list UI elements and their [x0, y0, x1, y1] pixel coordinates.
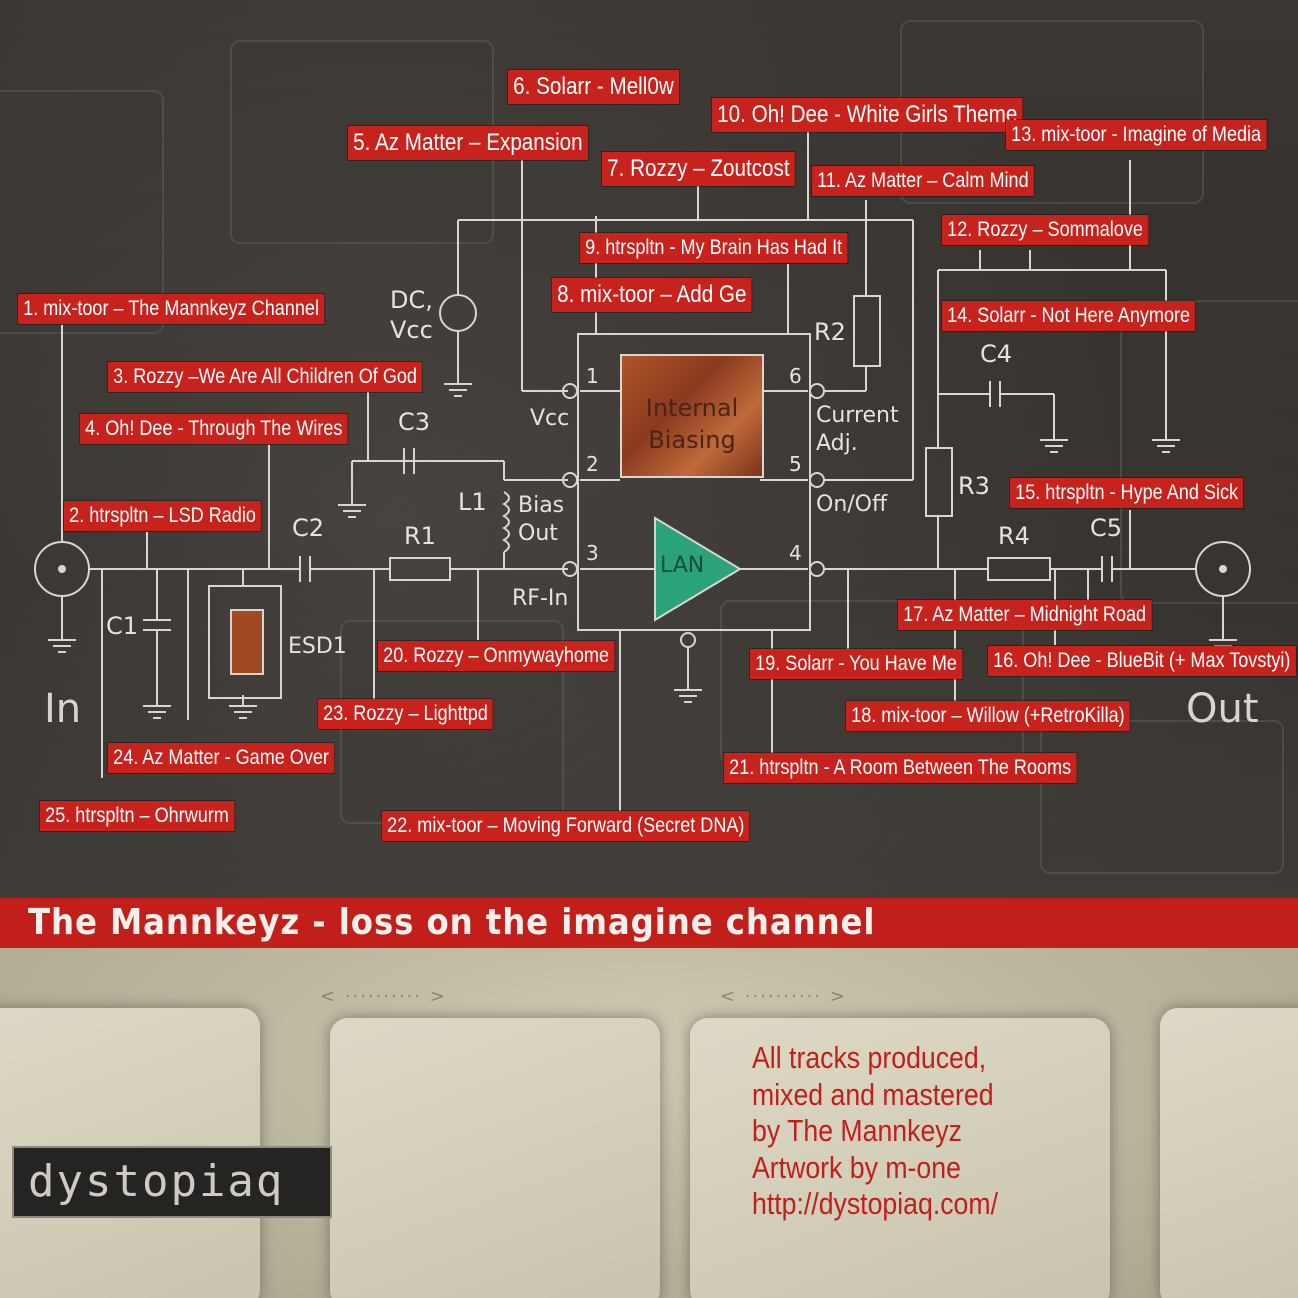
circuit-schematic [34, 130, 1251, 815]
logo-text: dystopiaq [28, 1156, 285, 1207]
in-label: In [44, 686, 82, 732]
bottom-panel: < ·········· > < ·········· > [0, 948, 1298, 1298]
track-label: 2. htrspltn – LSD Radio [64, 501, 262, 531]
track-label: 15. htrspltn - Hype And Sick [1010, 478, 1244, 508]
track-label: 20. Rozzy – Onmywayhome [378, 641, 615, 671]
credits-url: http://dystopiaq.com/ [752, 1186, 999, 1221]
credits-line: by The Mannkeyz [752, 1113, 962, 1148]
track-label: 19. Solarr - You Have Me [750, 649, 963, 679]
dc-vcc-label: DC, Vcc [390, 285, 433, 345]
esd-diode-icon [230, 609, 264, 675]
esd-component [208, 585, 282, 699]
dc-label: DC, [390, 286, 433, 314]
credits-line: All tracks produced, [752, 1040, 987, 1075]
background-screen [1160, 1008, 1298, 1298]
pin4-label: 4 [789, 541, 802, 565]
r4-label: R4 [998, 522, 1030, 550]
pin3-label: 3 [586, 541, 599, 565]
track-label: 1. mix-toor – The Mannkeyz Channel [18, 294, 325, 324]
background-screen [330, 1018, 660, 1298]
on-off-label: On/Off [816, 492, 888, 517]
track-label: 12. Rozzy – Sommalove [942, 215, 1149, 245]
adj-label: Adj. [816, 431, 858, 456]
credits-line: mixed and mastered [752, 1076, 994, 1112]
c5-label: C5 [1090, 514, 1123, 542]
r3-label: R3 [958, 472, 990, 500]
r2-label: R2 [814, 318, 846, 346]
track-label: 7. Rozzy – Zoutcost [602, 152, 795, 186]
track-label: 5. Az Matter – Expansion [348, 126, 588, 160]
background-screen [690, 1018, 1110, 1298]
chip-label-line1: Internal [645, 394, 739, 422]
pin5-label: 5 [789, 452, 802, 476]
pin6-label: 6 [789, 364, 802, 388]
pin2-label: 2 [586, 452, 599, 476]
vcc-label: Vcc [390, 316, 433, 344]
internal-biasing-label: Internal Biasing [622, 392, 762, 456]
track-label: 18. mix-toor – Willow (+RetroKilla) [846, 701, 1130, 731]
pin1-label: 1 [586, 364, 599, 388]
c3-label: C3 [398, 408, 431, 436]
current-adj-label: Current Adj. [816, 402, 899, 458]
l1-label: L1 [458, 488, 487, 516]
esd1-label: ESD1 [288, 634, 347, 659]
amp-label: LAN [660, 553, 705, 578]
track-label: 14. Solarr - Not Here Anymore [942, 301, 1196, 331]
track-label: 24. Az Matter - Game Over [108, 743, 335, 773]
track-label: 11. Az Matter – Calm Mind [812, 166, 1034, 196]
track-label: 8. mix-toor – Add Ge [552, 278, 752, 312]
track-label: 16. Oh! Dee - BlueBit (+ Max Tovstyi) [988, 646, 1296, 676]
album-title: The Mannkeyz - loss on the imagine chann… [28, 902, 876, 943]
background-panel [1040, 720, 1284, 874]
vcc-pin-label: Vcc [530, 406, 570, 431]
chip-label-line2: Biasing [648, 426, 736, 454]
track-label: 23. Rozzy – Lighttpd [318, 699, 493, 729]
credits: All tracks produced, mixed and mastered … [752, 1040, 998, 1223]
track-label: 13. mix-toor - Imagine of Media [1006, 120, 1267, 150]
out-pin-label: Out [518, 521, 558, 546]
out-label: Out [1186, 686, 1259, 732]
background-panel [1120, 300, 1298, 604]
track-label: 22. mix-toor – Moving Forward (Secret DN… [382, 811, 750, 841]
track-label: 17. Az Matter – Midnight Road [898, 600, 1152, 630]
track-label: 25. htrspltn – Ohrwurm [40, 801, 235, 831]
decorative-text: < ·········· > [320, 986, 447, 1007]
track-label: 9. htrspltn - My Brain Has Had It [580, 233, 848, 263]
r1-label: R1 [404, 522, 436, 550]
track-label: 6. Solarr - Mell0w [508, 70, 679, 104]
c4-label: C4 [980, 340, 1013, 368]
dystopiaq-logo: dystopiaq [12, 1146, 332, 1218]
track-label: 10. Oh! Dee - White Girls Theme [712, 98, 1023, 132]
track-label: 3. Rozzy –We Are All Children Of God [108, 362, 423, 392]
track-label: 4. Oh! Dee - Through The Wires [80, 414, 348, 444]
c2-label: C2 [292, 514, 325, 542]
track-label: 21. htrspltn - A Room Between The Rooms [724, 753, 1077, 783]
c1-label: C1 [106, 612, 139, 640]
internal-biasing-block: Internal Biasing [620, 354, 764, 478]
bias-out-label: Bias Out [518, 492, 564, 548]
decorative-text: < ·········· > [720, 986, 847, 1007]
rf-in-label: RF-In [512, 586, 569, 611]
title-banner: The Mannkeyz - loss on the imagine chann… [0, 898, 1298, 948]
current-label: Current [816, 403, 899, 428]
bias-label: Bias [518, 493, 565, 518]
background-panel [0, 90, 164, 334]
credits-line: Artwork by m-one [752, 1149, 961, 1185]
